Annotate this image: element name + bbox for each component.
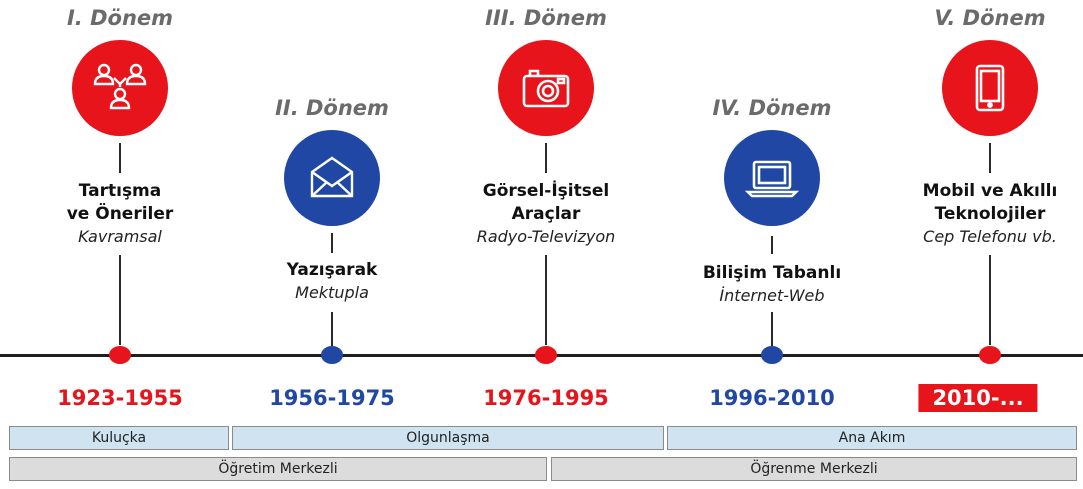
period-5-connector-top [989, 143, 991, 173]
period-2-years: 1956-1975 [269, 386, 395, 410]
period-5-circle [942, 40, 1038, 136]
period-1-subtitle: Kavramsal [78, 227, 162, 246]
stage-bar-kulucka: Kuluçka [9, 426, 229, 450]
period-5-years: 2010-... [918, 384, 1038, 412]
period-1-connector-bottom [119, 255, 121, 345]
period-2-connector-bottom [331, 312, 333, 346]
tablet-icon [975, 64, 1005, 112]
period-3-title: III. Dönem [485, 6, 607, 30]
stage-bar-olgunlasma: Olgunlaşma [232, 426, 664, 450]
period-5-name-line-2: Teknolojiler [934, 204, 1046, 224]
period-1-connector-top [119, 143, 121, 173]
period-5-name-line-1: Mobil ve Akıllı [922, 181, 1058, 201]
period-2-connector-top [331, 233, 333, 253]
period-3-circle [498, 40, 594, 136]
people-network-icon [93, 63, 147, 110]
period-4-connector-top [771, 236, 773, 254]
period-1-years: 1923-1955 [57, 386, 183, 410]
camera-icon [522, 69, 570, 108]
period-2-name-line-1: Yazışarak [286, 260, 378, 280]
focus-bar-ogretim: Öğretim Merkezli [9, 457, 547, 481]
period-3-dot [535, 346, 557, 364]
period-1-dot [109, 346, 131, 364]
period-4-label: Bilişim Tabanlı İnternet-Web [703, 262, 841, 307]
period-2-label: Yazışarak Mektupla [287, 259, 378, 304]
period-3-name-line-1: Görsel-İşitsel [482, 181, 610, 201]
period-1-label: Tartışma ve Öneriler Kavramsal [67, 180, 174, 248]
period-4-subtitle: İnternet-Web [719, 286, 825, 305]
period-4-connector-bottom [771, 312, 773, 346]
period-4-title: IV. Dönem [712, 96, 832, 120]
period-2-title: II. Dönem [275, 96, 389, 120]
period-5-subtitle: Cep Telefonu vb. [923, 227, 1057, 246]
period-2-subtitle: Mektupla [295, 283, 369, 302]
period-5-connector-bottom [989, 255, 991, 345]
period-3-label: Görsel-İşitsel Araçlar Radyo-Televizyon [477, 180, 616, 248]
period-3-connector-bottom [545, 255, 547, 345]
period-4-name-line-1: Bilişim Tabanlı [702, 263, 842, 283]
period-4-years: 1996-2010 [709, 386, 835, 410]
period-3-name-line-2: Araçlar [511, 204, 581, 224]
period-4-circle [724, 130, 820, 226]
focus-bar-ogrenme: Öğrenme Merkezli [551, 457, 1077, 481]
period-1-name-line-1: Tartışma [78, 181, 162, 201]
envelope-icon [310, 156, 354, 198]
period-3-years: 1976-1995 [483, 386, 609, 410]
period-5-dot [979, 346, 1001, 364]
period-5-title: V. Dönem [934, 6, 1046, 30]
period-1-name-line-2: ve Öneriler [66, 204, 174, 224]
period-1-circle [72, 40, 168, 136]
period-2-dot [321, 346, 343, 364]
period-4-dot [761, 346, 783, 364]
stage-bar-ana-akim: Ana Akım [667, 426, 1077, 450]
laptop-icon [744, 160, 800, 198]
period-2-circle [284, 130, 380, 226]
period-5-label: Mobil ve Akıllı Teknolojiler Cep Telefon… [923, 180, 1058, 248]
period-3-subtitle: Radyo-Televizyon [476, 227, 616, 246]
period-1-title: I. Dönem [66, 6, 174, 30]
period-3-connector-top [545, 143, 547, 173]
